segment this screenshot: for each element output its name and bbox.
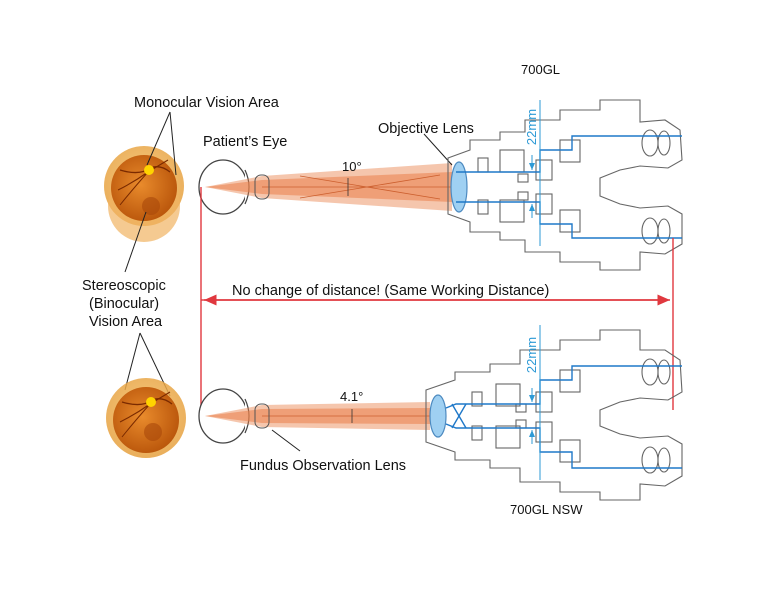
- light-beam-bottom: [205, 402, 430, 430]
- working-distance-indicator: [200, 187, 674, 410]
- distance-note-label: No change of distance! (Same Working Dis…: [232, 283, 549, 299]
- stereo-label-line3: Vision Area: [89, 314, 163, 330]
- binocular-indirect-ophthalmoscope-bottom: [425, 329, 683, 501]
- optical-axes-top: [456, 135, 682, 239]
- objective-lens-pointer: [423, 133, 453, 166]
- monocular-vision-label: Monocular Vision Area: [134, 95, 280, 111]
- fundus-lens-label: Fundus Observation Lens: [240, 458, 406, 474]
- stereo-label-line2: (Binocular): [89, 296, 159, 312]
- dimension-top-label: 22mm: [524, 109, 539, 145]
- patient-eye-label: Patient’s Eye: [203, 134, 287, 150]
- dimension-bottom-label: 22mm: [524, 337, 539, 373]
- model-bottom-label: 700GL NSW: [510, 502, 583, 517]
- dimension-top: [529, 100, 541, 246]
- stereo-label-line1: Stereoscopic: [82, 278, 166, 294]
- binocular-indirect-ophthalmoscope-top: [447, 99, 683, 271]
- optical-axes-bottom: [445, 365, 682, 469]
- angle-top-label: 10°: [342, 159, 362, 174]
- fundus-monocular-stereo-illustration: [104, 146, 184, 242]
- objective-lens-bottom: [429, 394, 447, 438]
- angle-bottom-label: 4.1°: [340, 389, 363, 404]
- objective-lens-top: [450, 161, 468, 213]
- dimension-bottom: [529, 325, 541, 480]
- fundus-stereo-illustration-bottom: [106, 378, 186, 458]
- model-top-label: 700GL: [521, 62, 560, 77]
- monocular-pointer: [146, 111, 177, 176]
- condensing-lens-top: [254, 174, 270, 200]
- condensing-lens-bottom: [254, 403, 270, 429]
- fundus-lens-pointer: [271, 429, 301, 452]
- objective-lens-label: Objective Lens: [378, 121, 474, 137]
- light-beam-top: [205, 163, 452, 211]
